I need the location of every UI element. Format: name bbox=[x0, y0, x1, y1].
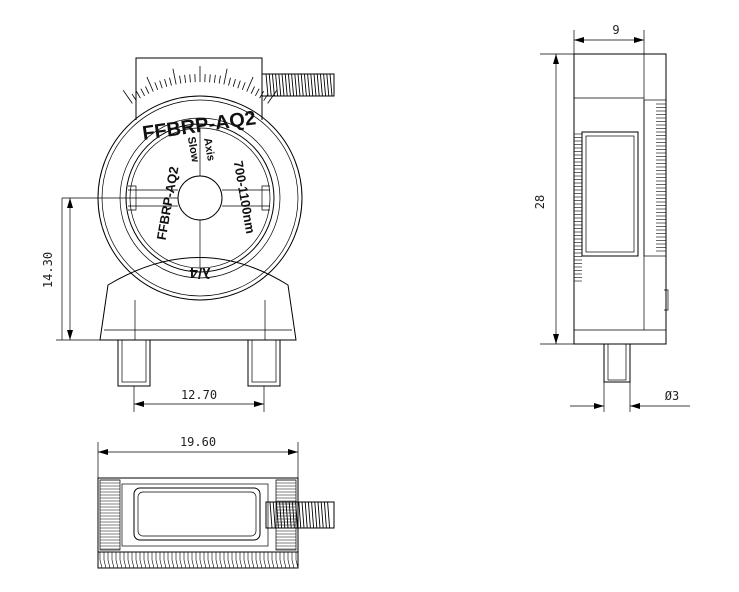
front-view: FFBRP-AQ2 FFBRP-AQ2 Slow Axis 700-1100nm… bbox=[62, 57, 335, 387]
svg-text:9: 9 bbox=[612, 23, 619, 37]
front-base-outline bbox=[99, 257, 297, 341]
front-optic-aperture bbox=[177, 175, 223, 221]
front-post-left bbox=[117, 339, 151, 387]
svg-text:Ø3: Ø3 bbox=[665, 389, 679, 403]
top-adjuster-screw bbox=[265, 501, 335, 529]
svg-text:14.30: 14.30 bbox=[41, 252, 55, 288]
dim-post-diameter: Ø3 bbox=[570, 382, 690, 412]
dim-post-spacing: 12.70 bbox=[133, 386, 265, 412]
dim-side-height: 28 bbox=[533, 53, 574, 345]
svg-text:19.60: 19.60 bbox=[180, 435, 216, 449]
ring-label: FFBRP-AQ2 bbox=[141, 107, 257, 145]
svg-text:28: 28 bbox=[533, 195, 547, 209]
side-scale-ticks bbox=[574, 103, 666, 282]
dim-height-to-center: 14.30 bbox=[41, 198, 100, 341]
wavelength-label: 700-1100nm bbox=[231, 160, 259, 235]
front-scale-ticks bbox=[122, 66, 278, 104]
front-post-right bbox=[247, 339, 281, 387]
svg-text:12.70: 12.70 bbox=[181, 388, 217, 402]
retardance-label: λ/4 bbox=[189, 264, 211, 281]
front-adjuster-screw bbox=[261, 73, 335, 97]
dim-side-width: 9 bbox=[573, 23, 645, 54]
top-view bbox=[97, 477, 335, 569]
side-view bbox=[573, 53, 669, 383]
slow-axis-label-line1: Slow bbox=[185, 136, 201, 164]
top-window bbox=[133, 487, 261, 541]
slow-axis-label-line2: Axis bbox=[201, 137, 217, 162]
inner-part-label: FFBRP-AQ2 bbox=[154, 165, 182, 241]
side-window bbox=[581, 131, 639, 257]
dim-top-width: 19.60 bbox=[97, 435, 299, 478]
side-body-outline bbox=[573, 53, 667, 345]
